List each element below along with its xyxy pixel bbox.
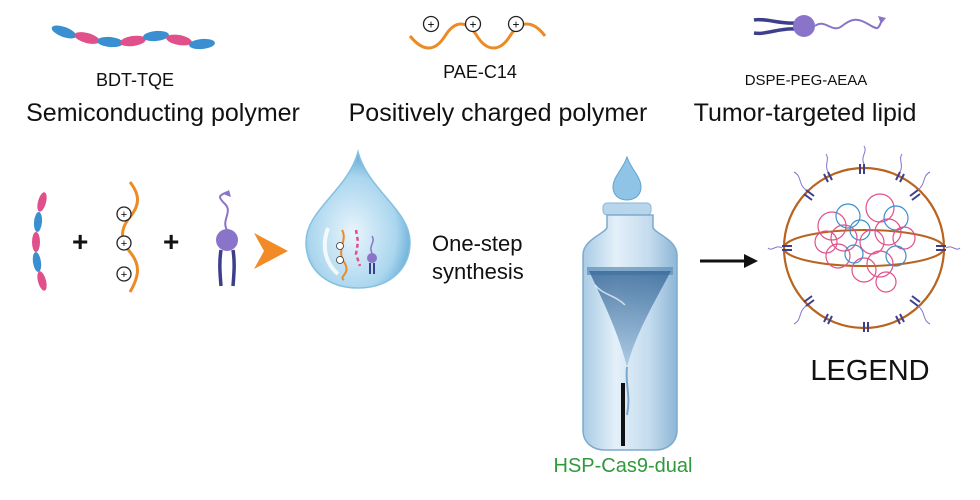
bottle-icon: [582, 155, 678, 451]
hsp-cas9-dual-label: HSP-Cas9-dual: [553, 455, 693, 477]
plus-sign: +: [163, 226, 180, 257]
black-arrow-icon: [700, 254, 758, 268]
dspe-peg-aeaa-label: DSPE-PEG-AEAA: [744, 72, 868, 89]
charge-sign: +: [469, 18, 476, 32]
legend-label: LEGEND: [810, 355, 930, 387]
pae-c14-chain-icon: + + +: [408, 15, 547, 50]
charge-sign: +: [512, 18, 519, 32]
orange-arrow-icon: [254, 233, 288, 269]
one-step-synthesis-label: One-step synthesis: [432, 231, 524, 284]
bdt-tqe-chain-icon: [51, 25, 215, 50]
semiconducting-polymer-label: Semiconducting polymer: [26, 99, 300, 127]
charge-sign: +: [427, 18, 434, 32]
product-pointer-line: [621, 383, 625, 446]
pae-c14-label: PAE-C14: [443, 62, 517, 82]
positively-charged-polymer-label: Positively charged polymer: [348, 99, 648, 127]
pae-c14-vertical-chain-icon: + + +: [116, 181, 139, 293]
dspe-peg-aeaa-lipid-icon: [753, 15, 886, 37]
lipid-vertical-icon: [216, 190, 238, 287]
nanoparticle-icon: [767, 145, 961, 332]
bdt-tqe-label: BDT-TQE: [95, 70, 174, 90]
charge-sign: +: [121, 209, 127, 221]
tumor-targeted-lipid-label: Tumor-targeted lipid: [693, 99, 917, 127]
charge-sign: +: [121, 269, 127, 281]
bdt-tqe-vertical-chain-icon: [32, 192, 47, 291]
plus-sign: +: [72, 226, 89, 257]
charge-sign: +: [121, 238, 127, 250]
droplet-icon: [305, 149, 411, 289]
